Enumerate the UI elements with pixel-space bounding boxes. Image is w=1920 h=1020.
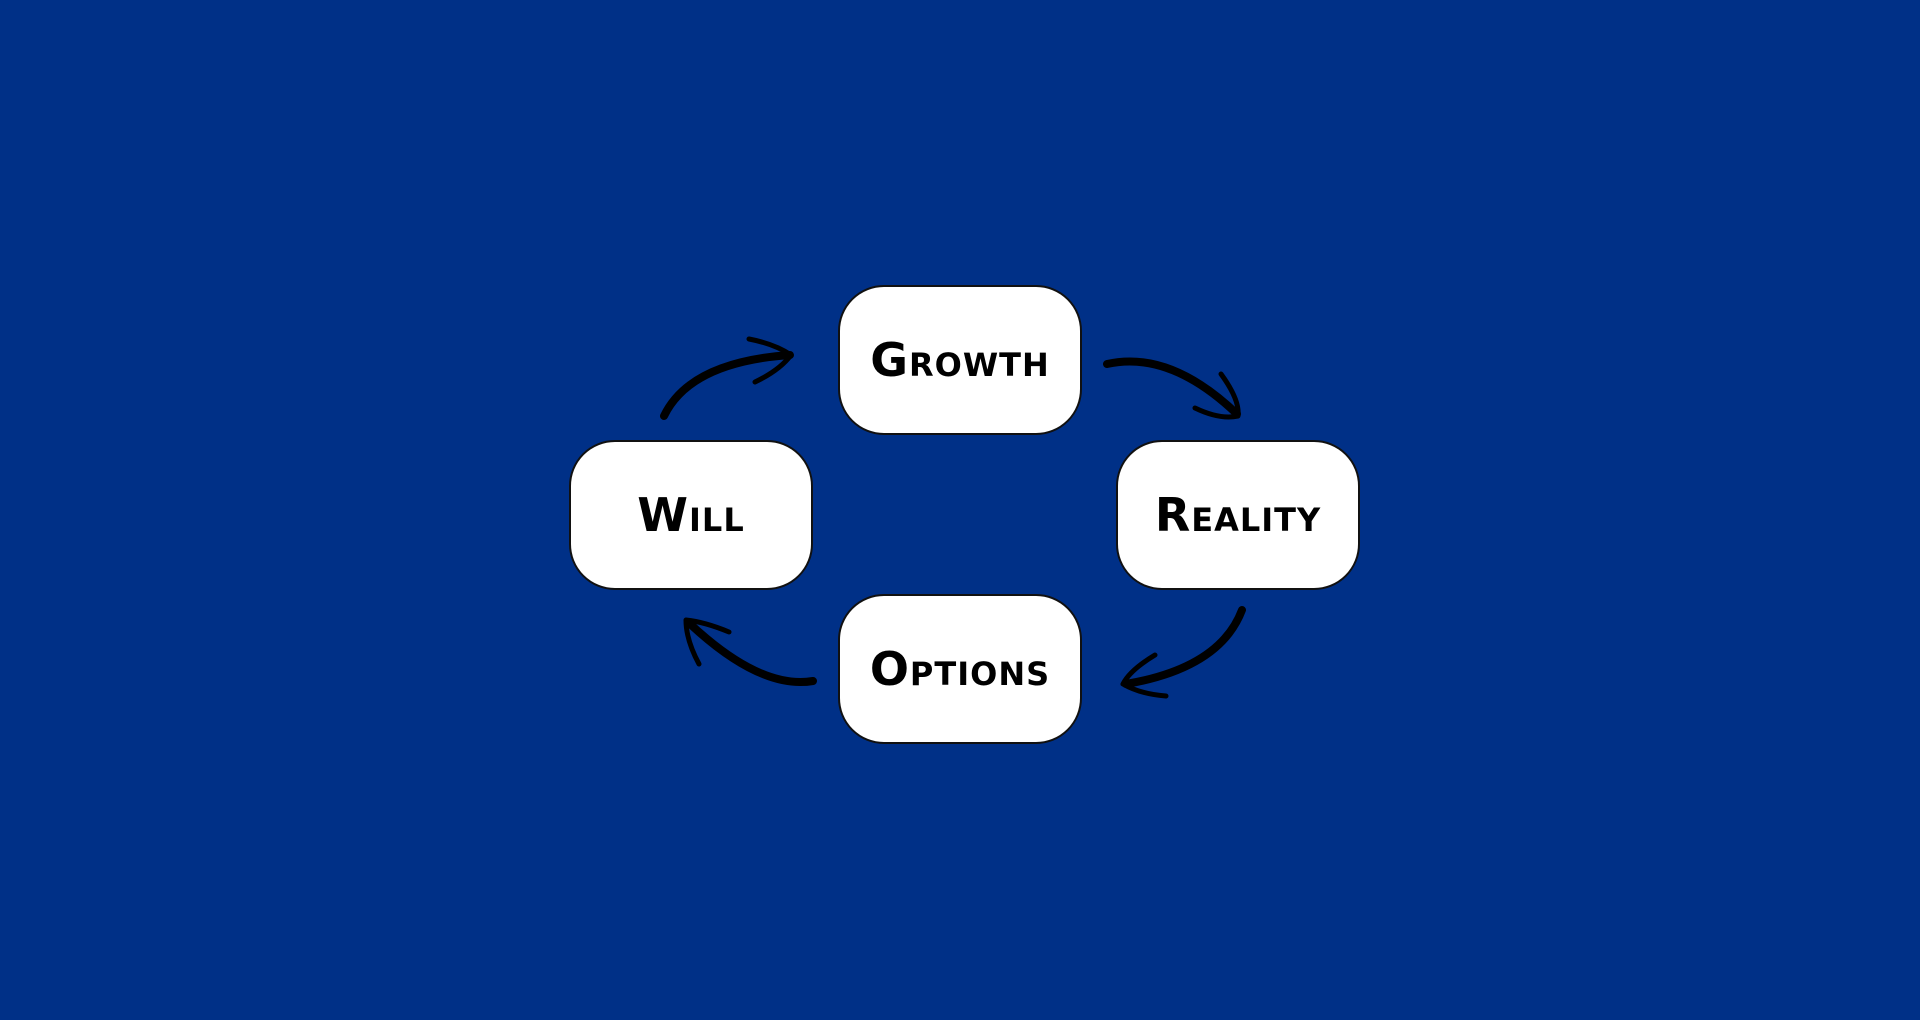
arrow-reality-to-options xyxy=(1120,606,1246,699)
node-growth-label: Growth xyxy=(870,333,1050,387)
node-options: Options xyxy=(838,594,1082,744)
node-reality: Reality xyxy=(1116,440,1360,590)
arrow-growth-to-reality xyxy=(1103,357,1241,420)
node-growth: Growth xyxy=(838,285,1082,435)
node-will-label: Will xyxy=(637,488,745,542)
node-reality-label: Reality xyxy=(1154,488,1322,542)
node-will: Will xyxy=(569,440,813,590)
arrow-will-to-growth xyxy=(660,336,794,420)
node-options-label: Options xyxy=(869,642,1051,696)
arrow-options-to-will xyxy=(683,617,817,686)
